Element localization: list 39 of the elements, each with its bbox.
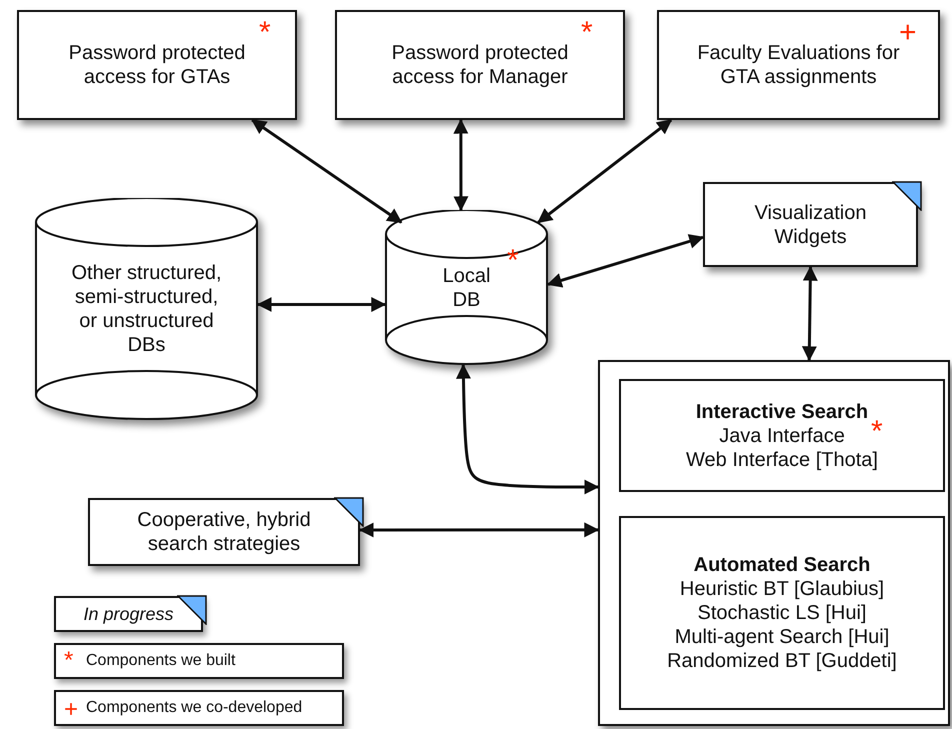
node-label: Local DB (442, 264, 492, 312)
node-label: Heuristic BT [Glaubius] (680, 577, 884, 601)
node-label: Visualization Widgets (754, 200, 868, 248)
legend-text: In progress (83, 604, 174, 624)
legend-symbol: + (64, 700, 78, 720)
section-heading: Automated Search (694, 553, 870, 577)
node-label: Web Interface [Thota] (686, 448, 878, 472)
status-mark: * (259, 18, 271, 48)
status-mark: * (871, 417, 883, 447)
legend-text: Components we co-developed (86, 699, 302, 717)
double-arrow (453, 118, 468, 212)
node-label: Cooperative, hybrid search strategies (136, 508, 312, 556)
container-box (598, 360, 950, 726)
component-box (657, 10, 940, 120)
double-arrow (456, 364, 600, 494)
node-label: Password protected access for GTAs (68, 41, 246, 89)
node-label: Other structured, semi-structured, or unstructured DBs (70, 261, 223, 357)
section-heading: Interactive Search (696, 400, 868, 424)
node-label: Java Interface (719, 424, 845, 448)
status-mark: * (581, 18, 593, 48)
legend-text: Components we built (86, 652, 236, 670)
legend-symbol: * (64, 651, 74, 671)
component-box (335, 10, 625, 120)
double-arrow (358, 522, 600, 538)
node-label: Randomized BT [Guddeti] (667, 649, 897, 673)
double-arrow (251, 118, 402, 224)
double-arrow (256, 297, 386, 312)
status-mark: * (507, 246, 519, 276)
status-mark: + (899, 18, 917, 48)
double-arrow (546, 234, 704, 288)
node-label: Password protected access for Manager (390, 41, 570, 89)
node-label: Stochastic LS [Hui] (698, 601, 866, 625)
double-arrow (537, 118, 672, 224)
component-box (17, 10, 297, 120)
section-box (619, 516, 945, 710)
double-arrow (802, 266, 818, 362)
node-label: Faculty Evaluations for GTA assignments (696, 41, 901, 89)
section-box (619, 379, 945, 492)
node-label: Multi-agent Search [Hui] (674, 625, 890, 649)
